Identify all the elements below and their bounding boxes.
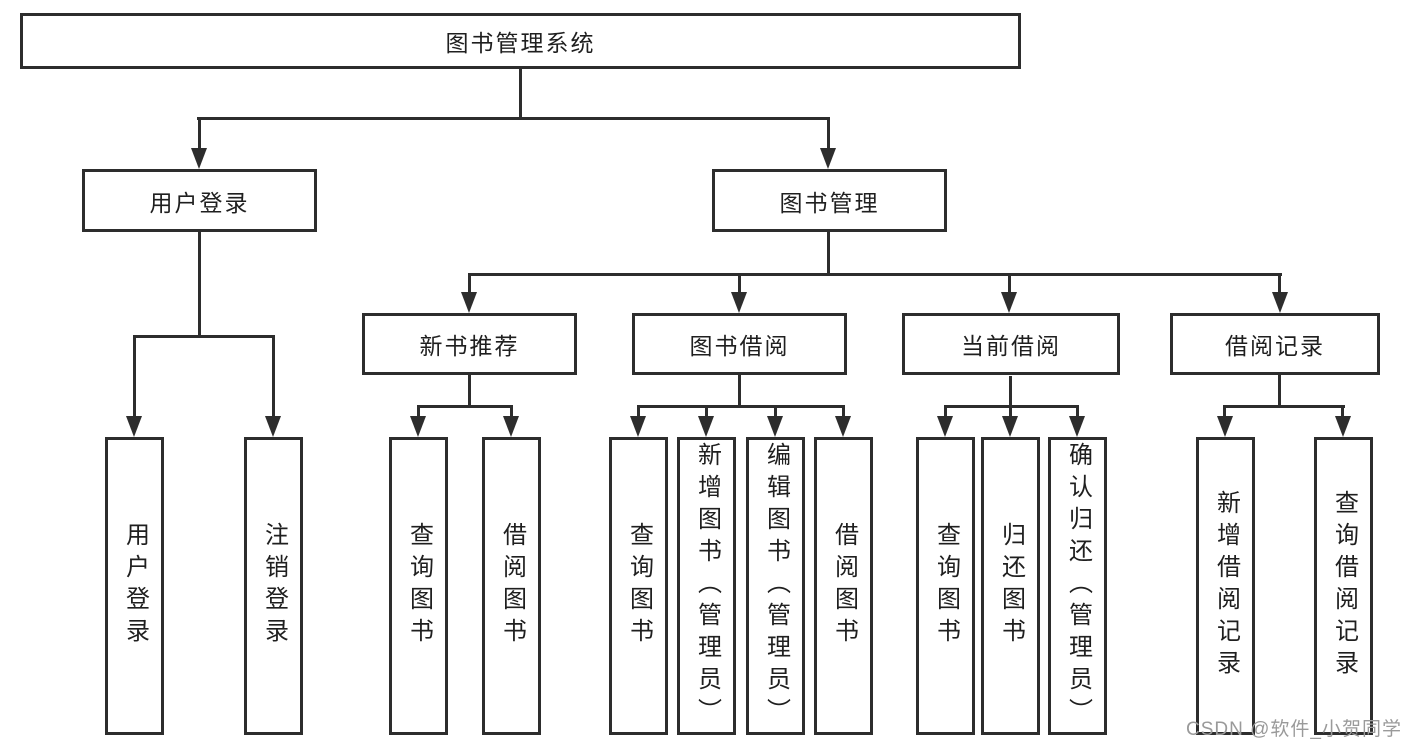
leaf-logout-label: 注销登录 xyxy=(260,522,288,650)
connector-line xyxy=(198,117,201,149)
leaf-query-books-current: 查询图书 xyxy=(916,437,975,735)
arrow-down-icon xyxy=(1001,292,1017,313)
connector-line xyxy=(198,231,201,336)
node-root: 图书管理系统 xyxy=(20,13,1021,69)
connector-line xyxy=(272,335,275,417)
connector-line xyxy=(1278,375,1281,407)
node-borrow-records: 借阅记录 xyxy=(1170,313,1380,375)
node-user-login-label: 用户登录 xyxy=(149,189,250,216)
leaf-borrow-books-recommend: 借阅图书 xyxy=(482,437,541,735)
leaf-return-books: 归还图书 xyxy=(981,437,1040,735)
node-borrow-records-label: 借阅记录 xyxy=(1225,333,1325,359)
leaf-borrow-books-label: 借阅图书 xyxy=(830,522,858,650)
arrow-down-icon xyxy=(767,416,783,437)
arrow-down-icon xyxy=(1069,416,1085,437)
leaf-user-login-label: 用户登录 xyxy=(121,522,149,650)
leaf-add-borrow-record-label: 新增借阅记录 xyxy=(1212,490,1240,682)
arrow-down-icon xyxy=(126,416,142,437)
connector-line xyxy=(1223,405,1226,417)
leaf-query-books-borrow-label: 查询图书 xyxy=(625,522,653,650)
connector-line xyxy=(1008,273,1011,293)
connector-line xyxy=(1076,405,1079,417)
arrow-down-icon xyxy=(630,416,646,437)
arrow-down-icon xyxy=(410,416,426,437)
connector-line xyxy=(774,405,777,417)
arrow-down-icon xyxy=(820,148,836,169)
leaf-confirm-return-admin-label: 确认归还（管理员） xyxy=(1064,442,1092,730)
leaf-add-books-admin: 新增图书（管理员） xyxy=(677,437,736,735)
connector-line xyxy=(738,375,741,407)
leaf-query-borrow-record: 查询借阅记录 xyxy=(1314,437,1373,735)
leaf-edit-books-admin-label: 编辑图书（管理员） xyxy=(762,442,790,730)
connector-line xyxy=(468,375,471,407)
arrow-down-icon xyxy=(835,416,851,437)
arrow-down-icon xyxy=(191,148,207,169)
leaf-query-borrow-record-label: 查询借阅记录 xyxy=(1330,490,1358,682)
leaf-return-books-label: 归还图书 xyxy=(997,522,1025,650)
connector-line xyxy=(133,335,136,417)
node-root-label: 图书管理系统 xyxy=(445,30,596,56)
arrow-down-icon xyxy=(503,416,519,437)
arrow-down-icon xyxy=(461,292,477,313)
arrow-down-icon xyxy=(1217,416,1233,437)
connector-line xyxy=(197,117,830,120)
connector-line xyxy=(133,335,275,338)
node-book-borrow: 图书借阅 xyxy=(632,313,847,375)
node-book-management-label: 图书管理 xyxy=(779,189,880,216)
arrow-down-icon xyxy=(1272,292,1288,313)
leaf-borrow-books: 借阅图书 xyxy=(814,437,873,735)
node-current-borrow: 当前借阅 xyxy=(902,313,1120,375)
connector-line xyxy=(827,232,830,275)
node-current-borrow-label: 当前借阅 xyxy=(961,333,1061,359)
arrow-down-icon xyxy=(731,292,747,313)
node-book-management: 图书管理 xyxy=(712,169,947,232)
connector-line xyxy=(417,405,513,408)
leaf-logout: 注销登录 xyxy=(244,437,303,735)
leaf-edit-books-admin: 编辑图书（管理员） xyxy=(746,437,805,735)
connector-line xyxy=(468,273,1282,276)
leaf-query-books-recommend: 查询图书 xyxy=(389,437,448,735)
connector-line xyxy=(842,405,845,417)
connector-line xyxy=(519,69,522,118)
leaf-query-books-current-label: 查询图书 xyxy=(932,522,960,650)
node-user-login: 用户登录 xyxy=(82,169,317,232)
connector-line xyxy=(1224,405,1345,408)
leaf-confirm-return-admin: 确认归还（管理员） xyxy=(1048,437,1107,735)
arrow-down-icon xyxy=(698,416,714,437)
arrow-down-icon xyxy=(1002,416,1018,437)
csdn-watermark: CSDN @软件_小贺同学 xyxy=(1186,719,1402,740)
leaf-query-books-borrow: 查询图书 xyxy=(609,437,668,735)
leaf-query-books-recommend-label: 查询图书 xyxy=(405,522,433,650)
arrow-down-icon xyxy=(265,416,281,437)
connector-line xyxy=(637,405,845,408)
leaf-borrow-books-recommend-label: 借阅图书 xyxy=(498,522,526,650)
node-new-book-recommend-label: 新书推荐 xyxy=(419,333,520,359)
connector-line xyxy=(468,273,471,293)
leaf-add-books-admin-label: 新增图书（管理员） xyxy=(693,442,721,730)
connector-line xyxy=(705,405,708,417)
connector-line xyxy=(738,273,741,293)
connector-line xyxy=(1341,405,1344,417)
arrow-down-icon xyxy=(937,416,953,437)
connector-line xyxy=(417,405,420,417)
leaf-add-borrow-record: 新增借阅记录 xyxy=(1196,437,1255,735)
arrow-down-icon xyxy=(1335,416,1351,437)
connector-line xyxy=(827,117,830,149)
connector-line xyxy=(1278,273,1281,293)
node-book-borrow-label: 图书借阅 xyxy=(689,333,790,359)
connector-line xyxy=(1009,405,1012,417)
connector-line xyxy=(637,405,640,417)
connector-line xyxy=(510,405,513,417)
node-new-book-recommend: 新书推荐 xyxy=(362,313,577,375)
connector-line xyxy=(1009,376,1012,407)
leaf-user-login: 用户登录 xyxy=(105,437,164,735)
connector-line xyxy=(944,405,947,417)
